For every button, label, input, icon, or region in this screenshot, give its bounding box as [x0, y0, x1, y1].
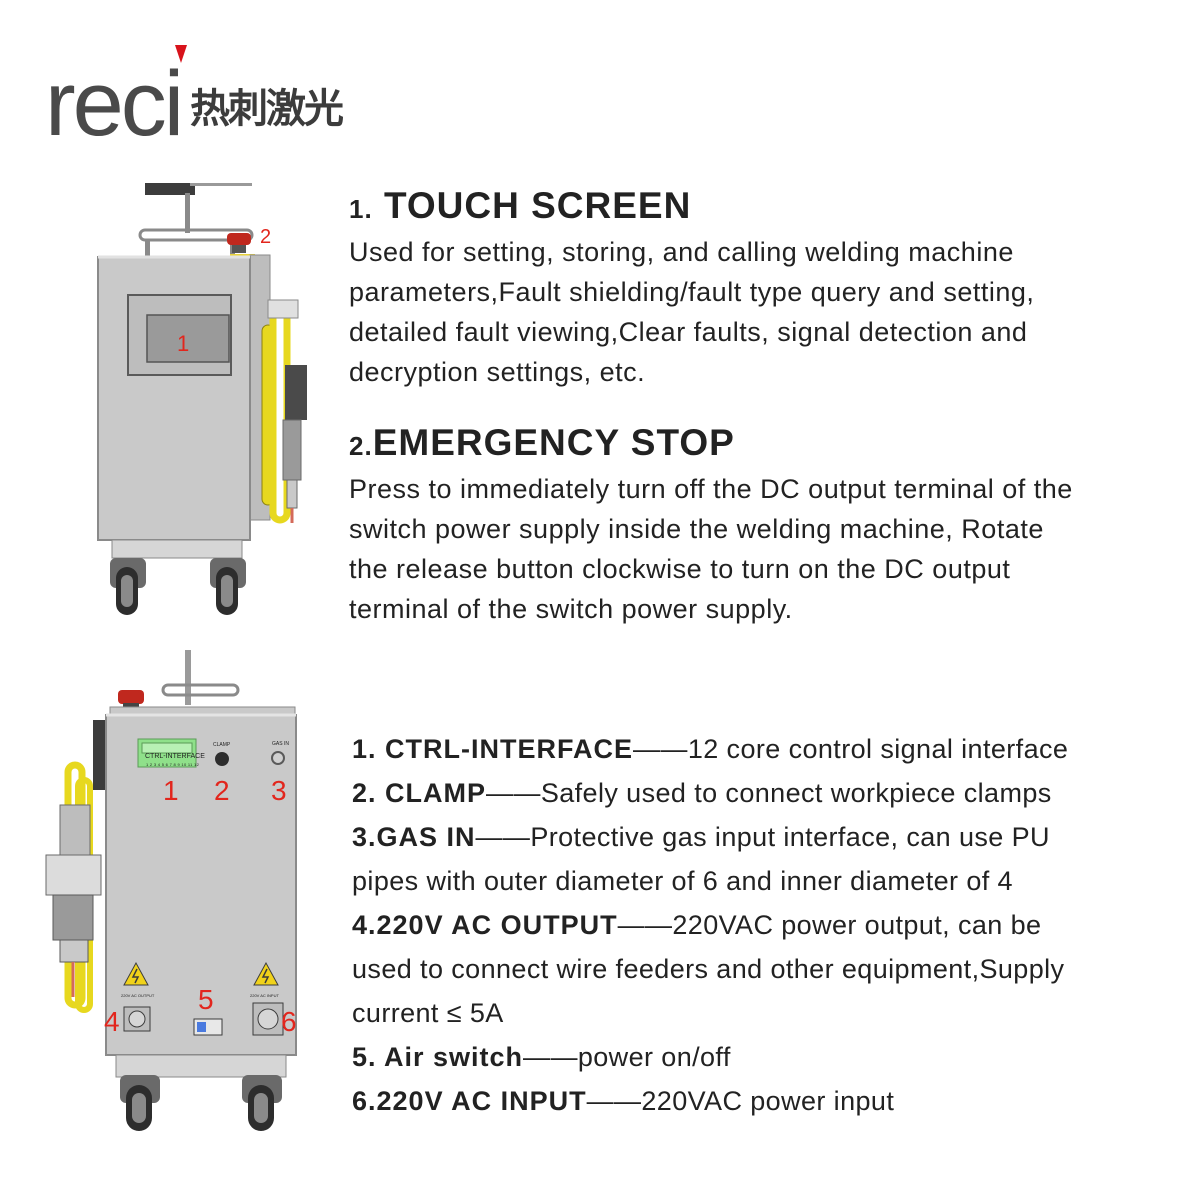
interface-item-ac-input: 6.220V AC INPUT——220VAC power input [352, 1079, 1172, 1123]
interface-desc: ——220VAC power output, can be [617, 910, 1042, 940]
warning-sign-input [253, 961, 279, 986]
interface-desc: ——12 core control signal interface [633, 734, 1069, 764]
description-line: detailed fault viewing,Clear faults, sig… [349, 317, 1028, 347]
clamp-panel-label: CLAMP [213, 742, 231, 748]
emergency-stop-button [118, 690, 144, 704]
section-number: 1. [349, 194, 373, 224]
description-line: Press to immediately turn off the DC out… [349, 474, 1073, 504]
section-title: 1. TOUCH SCREEN [349, 183, 1169, 232]
clamp-connector [215, 752, 229, 766]
logo-accent-mark [175, 45, 187, 63]
callout-clamp: 2 [214, 775, 230, 806]
logo-wordmark: reci [45, 53, 184, 155]
section-title: 2.EMERGENCY STOP [349, 420, 1169, 469]
front-machine-illustration [97, 183, 307, 615]
description-line: the release button clockwise to turn on … [349, 554, 1011, 584]
section-description: Used for setting, storing, and calling w… [349, 232, 1169, 392]
logo-chinese-name: 热刺激光 [190, 86, 344, 132]
interface-label: 6.220V AC INPUT [352, 1086, 587, 1116]
interface-desc: ——220VAC power input [586, 1086, 895, 1116]
callout-ac-output: 4 [104, 1006, 120, 1037]
interface-label: 5. Air switch [352, 1042, 524, 1072]
ctrl-interface-panel-label: CTRL-INTERFACE [145, 753, 205, 760]
callout-gas-in: 3 [271, 775, 287, 806]
ctrl-interface-pin-numbers: 1 2 3 4 5 6 7 8 9 10 11 12 [146, 762, 200, 767]
description-line: parameters,Fault shielding/fault type qu… [349, 277, 1035, 307]
interface-item-ac-output: 4.220V AC OUTPUT——220VAC power output, c… [352, 903, 1172, 947]
interface-label: 4.220V AC OUTPUT [352, 910, 618, 940]
description-line: decryption settings, etc. [349, 357, 646, 387]
interface-label: 3.GAS IN [352, 822, 476, 852]
gas-in-connector [271, 751, 285, 765]
section-touch-screen: 1. TOUCH SCREEN Used for setting, storin… [349, 183, 1169, 392]
description-line: terminal of the switch power supply. [349, 594, 793, 624]
ac-output-panel-label: 220V AC OUTPUT [121, 993, 155, 998]
section-number: 2. [349, 431, 373, 461]
interface-item-gas-in-cont: pipes with outer diameter of 6 and inner… [352, 866, 1013, 896]
callout-emergency-stop: 2 [260, 226, 272, 248]
callout-air-switch: 5 [198, 984, 214, 1015]
section-description: Press to immediately turn off the DC out… [349, 469, 1169, 629]
interface-label: 2. CLAMP [352, 778, 487, 808]
gas-in-panel-label: GAS IN [272, 741, 289, 747]
interface-label: 1. CTRL-INTERFACE [352, 734, 634, 764]
callout-ctrl-interface: 1 [163, 775, 179, 806]
interface-list: 1. CTRL-INTERFACE——12 core control signa… [352, 727, 1172, 1123]
section-heading: EMERGENCY STOP [372, 422, 735, 463]
interface-desc: ——Protective gas input interface, can us… [475, 822, 1050, 852]
section-heading: TOUCH SCREEN [383, 185, 692, 226]
ac-input-panel-label: 220V AC INPUT [250, 993, 279, 998]
rear-machine-illustration [45, 650, 297, 1131]
callout-ac-input: 6 [281, 1006, 297, 1037]
interface-desc: ——Safely used to connect workpiece clamp… [486, 778, 1052, 808]
callout-touch-screen: 1 [177, 331, 190, 356]
section-emergency-stop: 2.EMERGENCY STOP Press to immediately tu… [349, 420, 1169, 629]
emergency-stop-button [227, 233, 251, 245]
interface-item-clamp: 2. CLAMP——Safely used to connect workpie… [352, 771, 1172, 815]
interface-item-air-switch: 5. Air switch——power on/off [352, 1035, 1172, 1079]
description-line: switch power supply inside the welding m… [349, 514, 1044, 544]
warning-sign-output [123, 961, 149, 986]
description-line: Used for setting, storing, and calling w… [349, 237, 1014, 267]
interface-desc: ——power on/off [523, 1042, 731, 1072]
brand-logo: reci 热刺激光 [40, 40, 370, 150]
interface-item-gas-in: 3.GAS IN——Protective gas input interface… [352, 815, 1172, 859]
interface-item-ctrl: 1. CTRL-INTERFACE——12 core control signa… [352, 727, 1172, 771]
touch-screen-panel [146, 314, 230, 363]
interface-item-ac-output-cont: used to connect wire feeders and other e… [352, 954, 1065, 984]
interface-item-ac-output-cont: current ≤ 5A [352, 998, 504, 1028]
